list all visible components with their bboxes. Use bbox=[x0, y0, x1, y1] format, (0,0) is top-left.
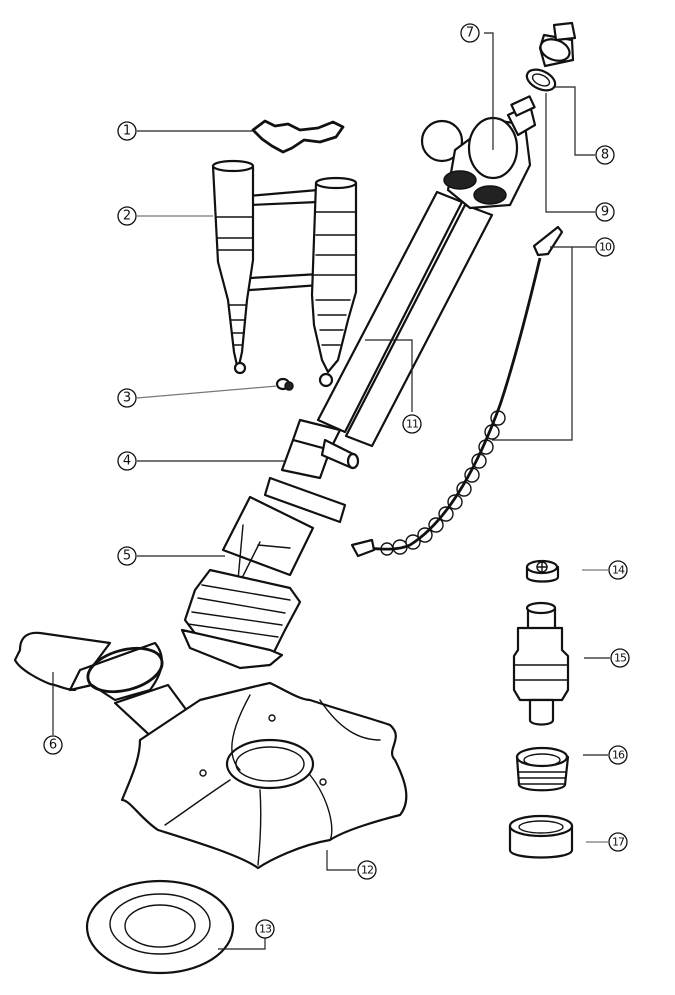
callout-15: 15 bbox=[610, 648, 630, 668]
callout-10: 10 bbox=[595, 237, 615, 257]
callout-15-label: 15 bbox=[614, 652, 627, 665]
part-threaded-collar bbox=[515, 746, 570, 792]
callout-12: 12 bbox=[357, 860, 377, 880]
callout-7: 7 bbox=[460, 23, 480, 43]
leader-12 bbox=[326, 850, 356, 871]
part-head-manifold bbox=[420, 95, 537, 210]
part-swivel-connector bbox=[263, 418, 360, 524]
part-foot-pad-housing bbox=[180, 495, 315, 670]
callout-17-label: 17 bbox=[612, 836, 625, 849]
callout-17: 17 bbox=[608, 832, 628, 852]
part-small-nut bbox=[275, 377, 294, 391]
callout-3: 3 bbox=[117, 388, 137, 408]
part-cap bbox=[525, 559, 560, 583]
callout-13: 13 bbox=[255, 919, 275, 939]
leader-11 bbox=[365, 339, 413, 412]
leader-8 bbox=[555, 86, 595, 156]
leader-10 bbox=[492, 246, 595, 441]
part-ring-seal bbox=[508, 814, 574, 859]
leader-13 bbox=[218, 938, 266, 950]
callout-9-label: 9 bbox=[601, 205, 609, 220]
callout-14: 14 bbox=[608, 560, 628, 580]
callout-2-label: 2 bbox=[123, 209, 131, 224]
callout-1: 1 bbox=[117, 121, 137, 141]
leader-9 bbox=[545, 93, 595, 213]
callout-13-label: 13 bbox=[259, 923, 272, 936]
callout-8-label: 8 bbox=[601, 148, 609, 163]
leader-3 bbox=[136, 385, 278, 399]
part-twin-tube-frame bbox=[211, 159, 358, 388]
callout-10-label: 10 bbox=[599, 241, 612, 254]
part-base-ring bbox=[85, 879, 235, 975]
part-segmented-cable bbox=[350, 225, 564, 558]
callout-8: 8 bbox=[595, 145, 615, 165]
callout-9: 9 bbox=[595, 202, 615, 222]
callout-6-label: 6 bbox=[49, 738, 57, 753]
callout-11-label: 11 bbox=[406, 418, 418, 431]
callout-6: 6 bbox=[43, 735, 63, 755]
callout-7-label: 7 bbox=[466, 26, 474, 41]
part-gasket bbox=[251, 119, 345, 154]
callout-11: 11 bbox=[402, 414, 422, 434]
callout-5: 5 bbox=[117, 546, 137, 566]
callout-1-label: 1 bbox=[123, 124, 131, 139]
callout-12-label: 12 bbox=[361, 864, 373, 877]
part-disc-skirt bbox=[120, 681, 408, 870]
callout-16: 16 bbox=[608, 745, 628, 765]
callout-5-label: 5 bbox=[123, 549, 131, 564]
callout-2: 2 bbox=[117, 206, 137, 226]
callout-4-label: 4 bbox=[123, 454, 131, 469]
callout-3-label: 3 bbox=[123, 391, 131, 406]
part-hose-tubes bbox=[316, 190, 494, 448]
part-valve-cylinder bbox=[512, 601, 570, 726]
part-hose-coupling bbox=[538, 21, 577, 68]
part-o-ring bbox=[525, 68, 557, 92]
leader-7 bbox=[484, 32, 494, 150]
callout-4: 4 bbox=[117, 451, 137, 471]
callout-16-label: 16 bbox=[612, 749, 625, 762]
callout-14-label: 14 bbox=[612, 564, 625, 577]
